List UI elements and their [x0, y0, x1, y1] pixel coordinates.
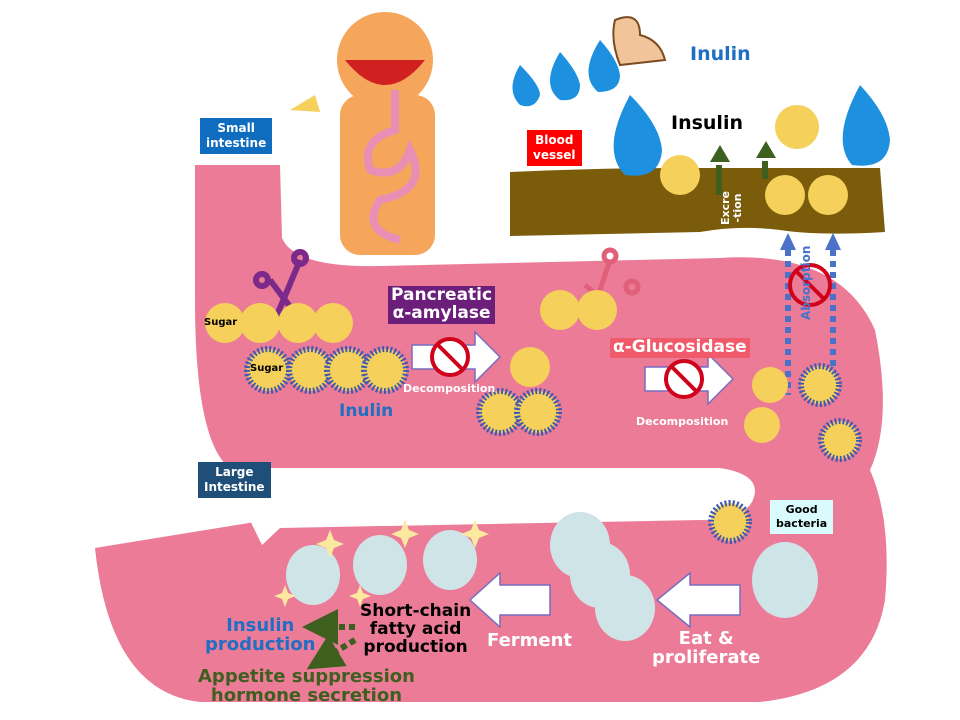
sparkle-icons — [274, 520, 489, 607]
eat-proliferate-label: Eat & proliferate — [652, 628, 761, 668]
insulin-spoon-ball — [775, 105, 819, 149]
decomposition-label: Decomposition — [636, 415, 729, 428]
excretion-label: Excre -tion — [719, 190, 744, 225]
good-bacteria-label: Good bacteria — [770, 500, 834, 534]
muscle-arm-icon — [612, 16, 667, 67]
sugar-label: Sugar — [250, 363, 284, 374]
decomposition-arrow — [411, 330, 741, 629]
inulin-chain — [244, 346, 862, 544]
inulin-top-label: Inulin — [690, 43, 751, 65]
insulin-label: Insulin — [671, 112, 743, 134]
result-arrows — [302, 609, 357, 670]
prohibited-icon — [788, 263, 832, 307]
insulin-production-label: Insulin production — [205, 615, 316, 655]
inulin-mid-label: Inulin — [339, 401, 394, 421]
digestive-tract — [363, 90, 420, 244]
decomposition-label: Decomposition — [403, 382, 496, 395]
blood-vessel-label: Blood vessel — [527, 130, 582, 166]
absorption-label: Absorption — [799, 245, 813, 320]
scfa-label: Short-chain fatty acid production — [360, 601, 472, 657]
excretion-arrows — [710, 141, 776, 195]
large-intestine-label: Large Intestine — [198, 462, 271, 498]
sugar-ball — [808, 175, 848, 215]
small-intestine-label: Small intestine — [200, 118, 273, 154]
sugar-label: Sugar — [204, 317, 238, 328]
insulin-drop-characters — [512, 40, 890, 176]
sugar-chain — [205, 290, 788, 443]
prohibited-icon — [430, 337, 470, 377]
ferment-label: Ferment — [487, 630, 573, 651]
alpha-glucosidase-label: α-Glucosidase — [610, 338, 750, 358]
intestine-gap — [232, 468, 755, 545]
cheese-icon — [290, 95, 320, 112]
insulin-spoon-ball — [660, 155, 700, 195]
appetite-suppression-label: Appetite suppression hormone secretion — [198, 666, 415, 706]
absorption-arrows — [780, 233, 841, 395]
pancreatic-amylase-label: Pancreatic α-amylase — [388, 286, 496, 324]
sugar-ball — [765, 175, 805, 215]
prohibited-icon — [664, 359, 704, 399]
good-bacteria-characters — [286, 512, 818, 641]
